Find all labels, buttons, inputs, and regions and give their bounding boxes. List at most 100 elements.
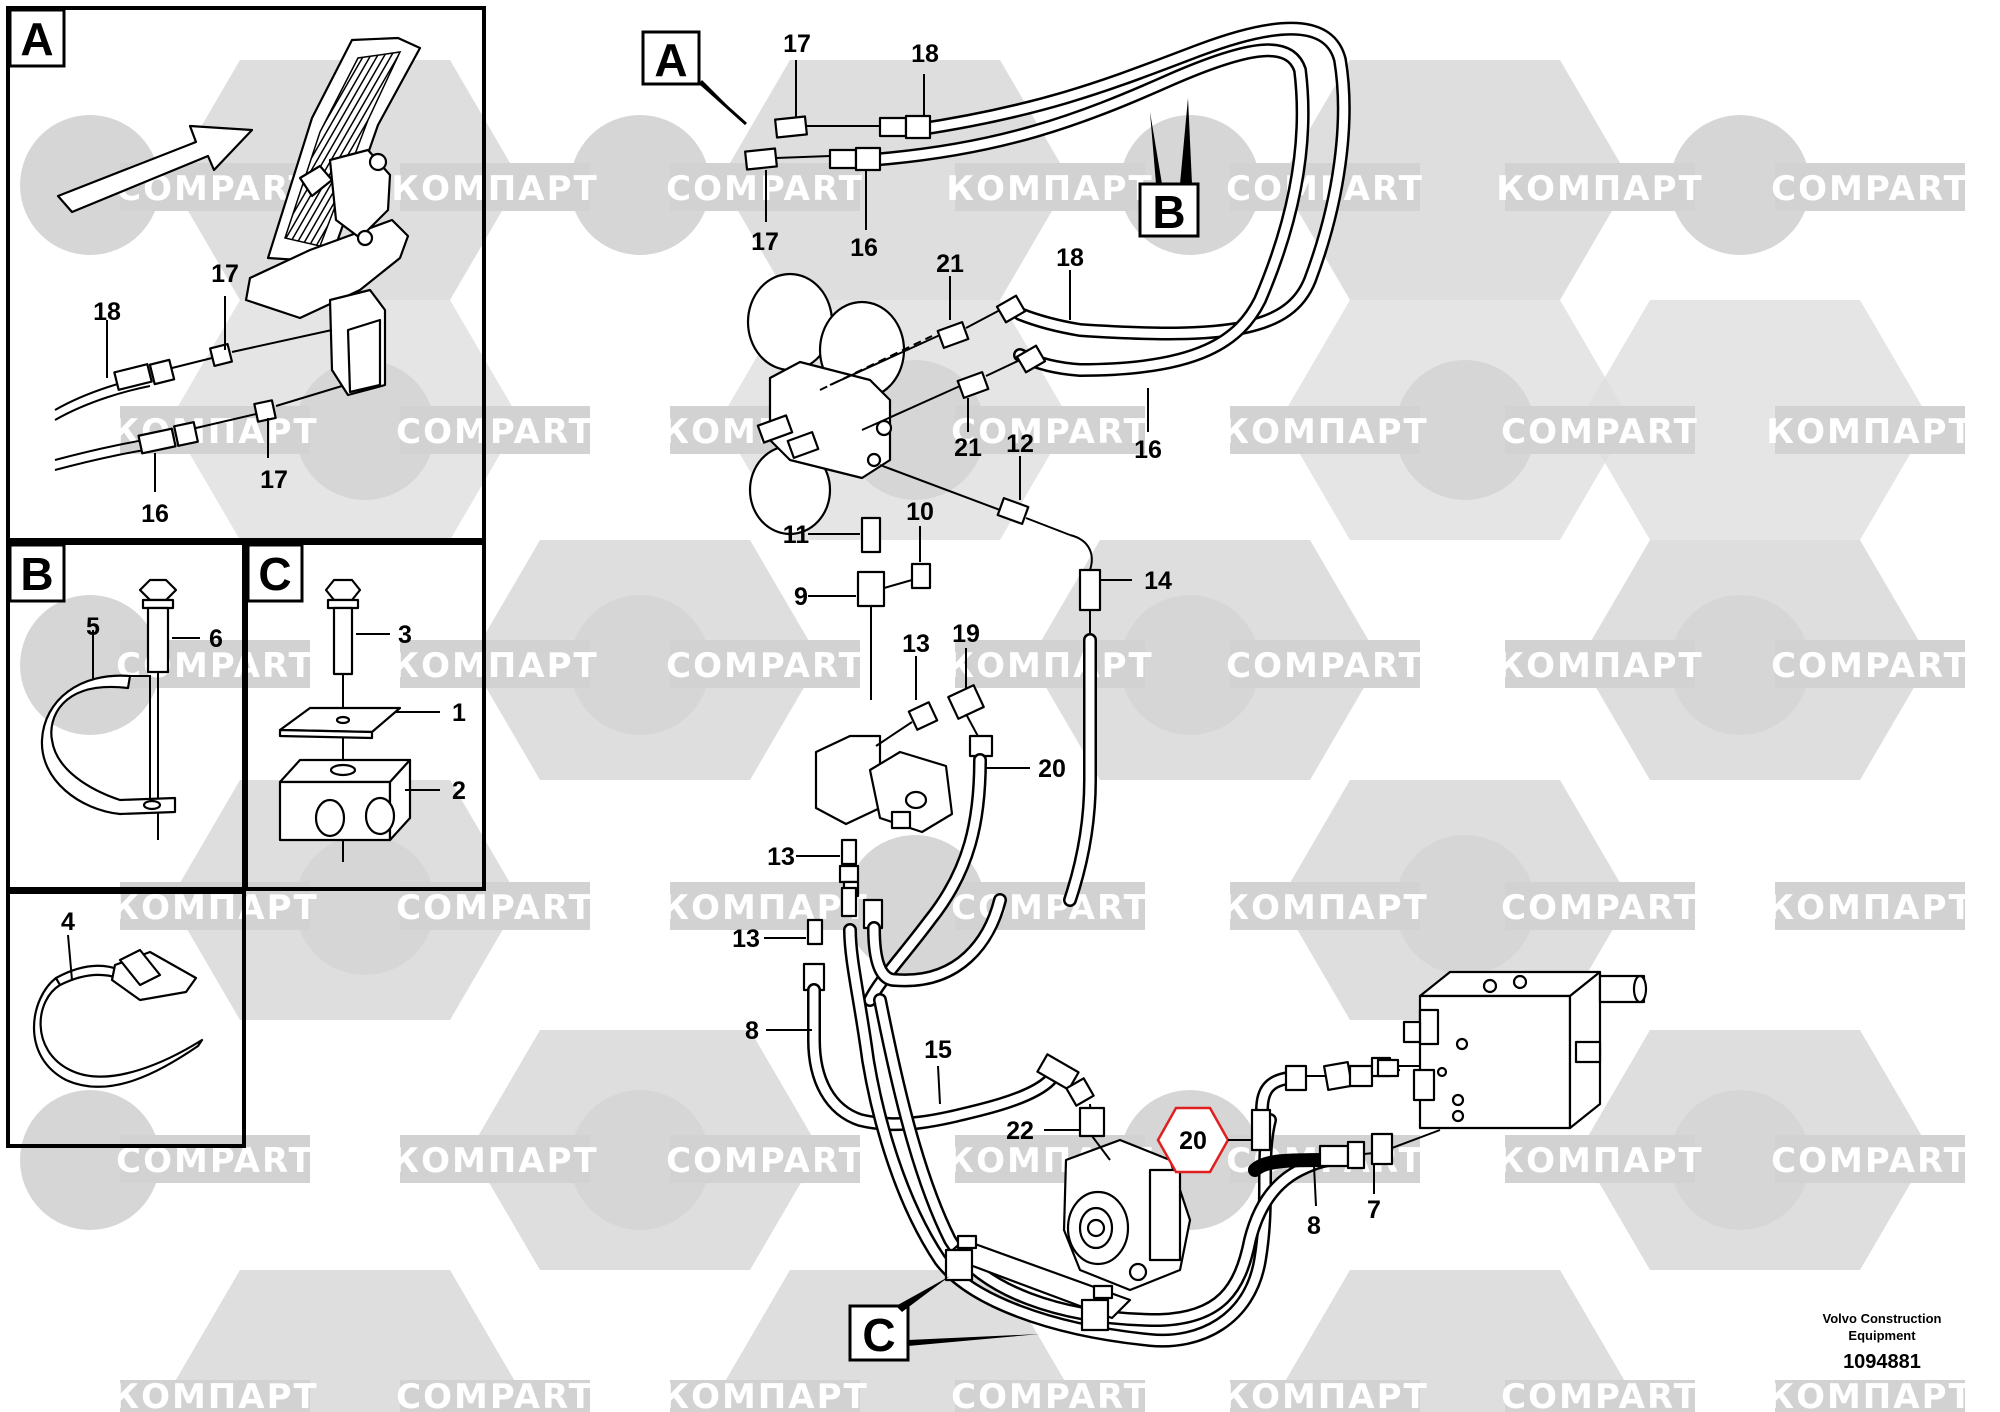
watermark-text: КОМПАРТ bbox=[946, 169, 1153, 209]
watermark-text: КОМПАРТ bbox=[1766, 888, 1973, 928]
callout-b: B bbox=[1138, 98, 1200, 238]
part-label: 13 bbox=[767, 843, 795, 871]
svg-text:B: B bbox=[1152, 186, 1185, 238]
right-valve-block: 8 7 bbox=[1248, 970, 1648, 1240]
watermark-text: COMPART bbox=[1501, 1377, 1699, 1412]
watermark-text: COMPART bbox=[666, 646, 864, 686]
watermark-text: КОМПАРТ bbox=[391, 1141, 598, 1181]
part-label: 21 bbox=[936, 250, 964, 278]
part-label: 16 bbox=[141, 500, 169, 528]
part-label: 7 bbox=[1367, 1196, 1381, 1224]
tee-9-10-11: 11 9 10 bbox=[783, 498, 934, 700]
company-name-line1: Volvo Construction bbox=[1823, 1311, 1942, 1326]
watermark-text: COMPART bbox=[1771, 646, 1969, 686]
watermark-text: КОМПАРТ bbox=[1496, 169, 1703, 209]
clamp-bar bbox=[944, 1234, 1132, 1332]
drawing-number: 1094881 bbox=[1843, 1351, 1921, 1373]
title-block: Volvo Construction Equipment 1094881 bbox=[1823, 1311, 1942, 1373]
part-label: 6 bbox=[209, 625, 223, 653]
watermark-text: COMPART bbox=[1226, 646, 1424, 686]
part-label: 2 bbox=[452, 777, 466, 805]
part-label: 8 bbox=[1307, 1212, 1321, 1240]
watermark-text: КОМПАРТ bbox=[946, 646, 1153, 686]
watermark-text: COMPART bbox=[951, 412, 1149, 452]
watermark-text: COMPART bbox=[666, 1141, 864, 1181]
watermark-text: КОМПАРТ bbox=[1221, 1377, 1428, 1412]
part-label: 12 bbox=[1006, 430, 1034, 458]
fittings-lower-13: 13 13 bbox=[732, 838, 884, 992]
part-label: 1 bbox=[452, 699, 466, 727]
panel-label-b: B bbox=[20, 548, 53, 600]
watermark-text: КОМПАРТ bbox=[1766, 412, 1973, 452]
watermark-text: КОМПАРТ bbox=[661, 1377, 868, 1412]
part-label: 17 bbox=[783, 30, 811, 58]
watermark-text: КОМПАРТ bbox=[1766, 1377, 1973, 1412]
brake-valve: 22 bbox=[1006, 1103, 1192, 1292]
watermark-text: КОМПАРТ bbox=[391, 169, 598, 209]
watermark-text: COMPART bbox=[1501, 412, 1699, 452]
part-label: 22 bbox=[1006, 1117, 1034, 1145]
highlight-hex bbox=[1156, 1106, 1230, 1174]
fittings-21: 21 21 18 16 bbox=[829, 244, 1162, 464]
part-label: 14 bbox=[1144, 567, 1172, 595]
part-label: 17 bbox=[211, 260, 239, 288]
watermark-text: КОМПАРТ bbox=[661, 888, 868, 928]
part-label: 17 bbox=[751, 228, 779, 256]
part-label: 9 bbox=[794, 583, 808, 611]
watermark-text: КОМПАРТ bbox=[1221, 888, 1428, 928]
part-label: 5 bbox=[86, 613, 100, 641]
part-label: 15 bbox=[924, 1036, 952, 1064]
part-label: 3 bbox=[398, 621, 412, 649]
highlight-part-20[interactable]: 20 bbox=[1156, 1106, 1258, 1174]
watermark-text: COMPART bbox=[1771, 1141, 1969, 1181]
panel-label-c: C bbox=[258, 548, 291, 600]
part-label: 19 bbox=[952, 620, 980, 648]
part-label: 16 bbox=[1134, 436, 1162, 464]
watermark-text: COMPART bbox=[1771, 169, 1969, 209]
part-label: 8 bbox=[745, 1017, 759, 1045]
part-label: 18 bbox=[911, 40, 939, 68]
lower-hoses: 8 15 bbox=[745, 893, 1337, 1348]
part-label: 21 bbox=[954, 434, 982, 462]
watermark-text: КОМПАРТ bbox=[391, 646, 598, 686]
part-label: 10 bbox=[906, 498, 934, 526]
watermark-text: COMPART bbox=[951, 888, 1149, 928]
watermark-text: COMPART bbox=[666, 169, 864, 209]
part-label: 18 bbox=[93, 298, 121, 326]
part-label: 13 bbox=[902, 630, 930, 658]
panel-label-a: A bbox=[20, 13, 53, 65]
part-label: 16 bbox=[850, 234, 878, 262]
hose-16-18-long bbox=[863, 21, 1351, 377]
part-label: 11 bbox=[783, 521, 810, 549]
watermark-text: КОМПАРТ bbox=[1221, 412, 1428, 452]
part-label: 13 bbox=[732, 925, 760, 953]
watermark-text: КОМПАРТ bbox=[111, 1377, 318, 1412]
fittings-top: 17 18 17 16 bbox=[744, 30, 939, 262]
watermark-text: КОМПАРТ bbox=[111, 888, 318, 928]
watermark-text: COMPART bbox=[396, 888, 594, 928]
part-label: 17 bbox=[260, 466, 288, 494]
watermark-text: COMPART bbox=[951, 1377, 1149, 1412]
detail-panel-b: B 5 6 bbox=[6, 541, 246, 891]
accelerator-pedal bbox=[244, 36, 422, 397]
watermark-text: КОМПАРТ bbox=[1496, 646, 1703, 686]
part-label: 4 bbox=[61, 908, 75, 936]
watermark-text: COMPART bbox=[396, 412, 594, 452]
watermark-layer: COMPART КОМПАРТ COMPART КОМПАРТ COMPART … bbox=[20, 60, 1973, 1412]
direction-arrow bbox=[56, 124, 254, 214]
detail-panel-c: C 3 1 2 bbox=[244, 541, 486, 891]
detail-panel-a: A 18 1 bbox=[6, 6, 486, 542]
part-label: 18 bbox=[1056, 244, 1084, 272]
highlight-label: 20 bbox=[1179, 1127, 1207, 1155]
watermark-text: КОМПАРТ bbox=[1496, 1141, 1703, 1181]
detail-panel-strap: 4 bbox=[6, 890, 246, 1148]
line-12-14: 12 14 bbox=[879, 430, 1172, 907]
svg-text:C: C bbox=[862, 1309, 895, 1361]
watermark-text: COMPART bbox=[1226, 169, 1424, 209]
callout-c: C bbox=[848, 1276, 1040, 1362]
company-name-line2: Equipment bbox=[1848, 1328, 1916, 1343]
watermark-text: COMPART bbox=[1501, 888, 1699, 928]
accumulator-valve bbox=[746, 272, 933, 536]
svg-text:A: A bbox=[654, 34, 687, 86]
